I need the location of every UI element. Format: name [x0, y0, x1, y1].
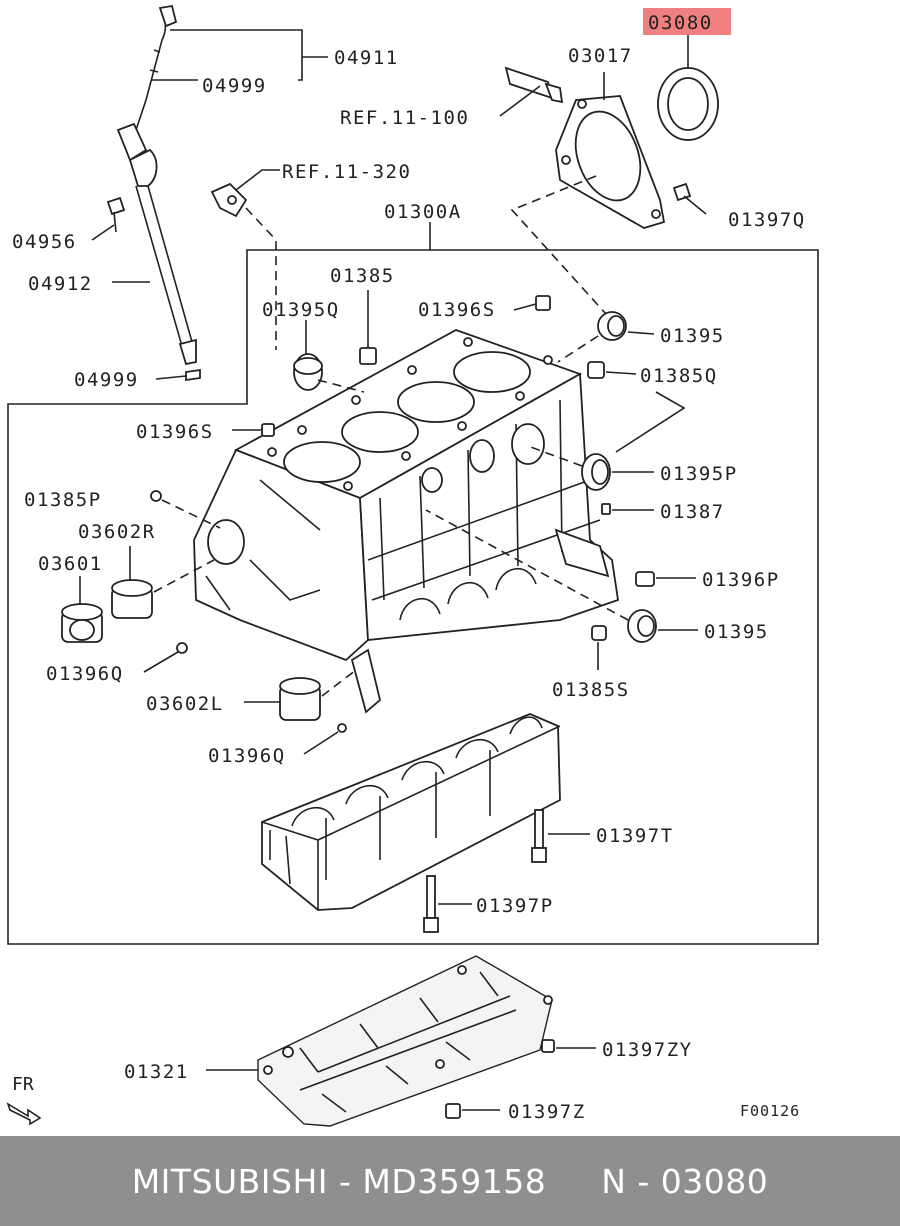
- label-03080: 03080: [648, 12, 713, 34]
- dash-03017-to-01395: [510, 175, 607, 315]
- leader-ref-11-100: [499, 85, 541, 117]
- label-03601: 03601: [38, 553, 103, 575]
- dash-01395P: [527, 445, 583, 467]
- leader-01395-top: [627, 331, 655, 335]
- label-01387: 01387: [660, 501, 725, 523]
- label-03017: 03017: [568, 45, 633, 67]
- label-01397ZY: 01397ZY: [602, 1039, 693, 1061]
- leader-04911: [170, 29, 328, 81]
- dash-01385P: [161, 499, 221, 529]
- dash-03602R: [153, 559, 215, 593]
- label-01385: 01385: [330, 265, 395, 287]
- plug-01396Q-left: [176, 642, 188, 654]
- bolt-04956: [106, 196, 126, 233]
- bolt-01397Q: [672, 182, 707, 215]
- plug-01395-mid: [627, 609, 657, 643]
- pin-01387: [601, 503, 611, 515]
- label-01397Q: 01397Q: [728, 209, 806, 231]
- plug-01385P: [150, 490, 162, 502]
- main-bearing-beam: [261, 713, 561, 911]
- label-04956: 04956: [12, 231, 77, 253]
- oil-seal-03080: [657, 67, 719, 141]
- plug-01385S: [591, 625, 607, 641]
- plug-01396P: [635, 571, 655, 587]
- label-01396S-left: 01396S: [136, 421, 214, 443]
- label-03602L: 03602L: [146, 693, 224, 715]
- leader-01396S-top: [513, 303, 537, 311]
- leader-01396Q-left: [143, 651, 179, 673]
- leader-04999-bottom: [155, 375, 187, 380]
- plug-01395P: [581, 453, 611, 491]
- plug-01396Q-low: [337, 723, 347, 733]
- bolt-01397ZY: [541, 1039, 555, 1053]
- plug-01396S-top: [535, 295, 551, 311]
- leader-04956: [91, 224, 115, 241]
- label-01397P: 01397P: [476, 895, 554, 917]
- label-01385Q: 01385Q: [640, 365, 718, 387]
- label-01395-mid: 01395: [704, 621, 769, 643]
- leader-01385Q-bracket: [615, 391, 686, 453]
- bolt-01397T: [531, 809, 547, 863]
- plug-01396S-left: [261, 423, 275, 437]
- label-ref-11-100: REF.11-100: [340, 107, 469, 129]
- label-04911: 04911: [334, 47, 399, 69]
- dash-03602L: [321, 669, 357, 697]
- leader-ref-11-320: [235, 169, 280, 191]
- bearing-03601: [61, 603, 103, 643]
- plug-01395Q: [293, 353, 323, 391]
- dash-ref-11-320: [245, 207, 277, 350]
- label-01397T: 01397T: [596, 825, 674, 847]
- footer-part-info: MITSUBISHI - MD359158 N - 03080: [131, 1161, 769, 1201]
- label-01396Q-left: 01396Q: [46, 663, 124, 685]
- label-01385P: 01385P: [24, 489, 102, 511]
- label-04999-top: 04999: [202, 75, 267, 97]
- part-number-footer: MITSUBISHI - MD359158 N - 03080: [0, 1136, 900, 1226]
- label-01395P: 01395P: [660, 463, 738, 485]
- bolt-01397P: [423, 875, 439, 933]
- leader-01385Q: [605, 371, 637, 375]
- dash-01395Q: [317, 379, 365, 393]
- bearing-03602L: [279, 677, 321, 721]
- label-01396Q-low: 01396Q: [208, 745, 286, 767]
- cylinder-block: [193, 329, 620, 714]
- label-figure-code: F00126: [740, 1102, 800, 1120]
- bolt-01397Z: [445, 1103, 461, 1119]
- engine-block-exploded-diagram: 03080 03017 04911 04999 REF.11-100 REF.1…: [6, 4, 819, 1127]
- label-01395-top: 01395: [660, 325, 725, 347]
- bearing-03602R: [111, 579, 153, 619]
- tube-ref-11-100: [504, 66, 564, 104]
- label-01300A: 01300A: [384, 201, 462, 223]
- label-01385S: 01385S: [552, 679, 630, 701]
- label-fr: FR: [12, 1074, 34, 1095]
- front-arrow-icon: [6, 1102, 42, 1126]
- label-01321: 01321: [124, 1061, 189, 1083]
- label-04999-bottom: 04999: [74, 369, 139, 391]
- dash-01395-top: [557, 335, 599, 363]
- dipstick-04912: [116, 4, 197, 366]
- block-assembly-frame: [7, 249, 819, 945]
- label-03602R: 03602R: [78, 521, 156, 543]
- dash-01395-mid: [425, 509, 629, 621]
- label-01397Z: 01397Z: [508, 1101, 586, 1123]
- leader-01396Q-low: [303, 731, 339, 755]
- plug-01395-top: [597, 311, 627, 341]
- label-01396S-top: 01396S: [418, 299, 496, 321]
- plug-01385Q: [587, 361, 605, 379]
- plug-01385: [359, 347, 377, 365]
- baffle-plate-01321: [257, 955, 553, 1127]
- highlight-03080: [643, 8, 731, 35]
- label-01395Q: 01395Q: [262, 299, 340, 321]
- label-01396P: 01396P: [702, 569, 780, 591]
- label-04912: 04912: [28, 273, 93, 295]
- seal-retainer-03017: [555, 95, 666, 229]
- clip-04999-lower: [185, 368, 201, 382]
- label-ref-11-320: REF.11-320: [282, 161, 411, 183]
- bracket-ref-11-320: [210, 182, 248, 218]
